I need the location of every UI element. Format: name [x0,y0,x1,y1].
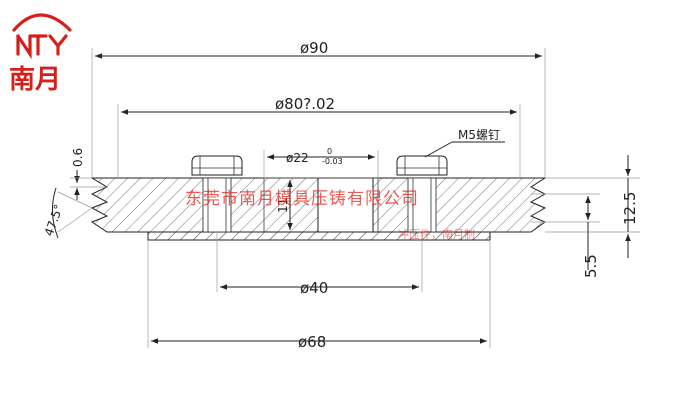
dim-h11-label: 11 [276,198,290,213]
dim-d22-tol-upper: 0 [327,147,332,156]
dim-d40-label: ø40 [300,279,328,297]
dim-d68-label: ø68 [298,333,326,351]
dim-h55: 5.5 [531,193,600,278]
dim-t06: 0.6 [70,148,107,200]
screw-right [396,155,448,176]
dim-t06-label: 0.6 [71,148,85,167]
screw-left [191,155,243,176]
dim-d68: ø68 [147,240,491,351]
watermark-company: 东莞市南月模具压铸有限公司 [185,189,419,209]
pulley-section [90,155,547,241]
logo-mark [12,13,72,60]
dim-h125-label: 12.5 [621,192,639,225]
logo-text: 南月 [9,65,61,95]
dim-d22: ø22 0 -0.03 [263,147,379,178]
dim-angle: 47.5° [42,187,93,239]
logo: 南月 [9,13,72,95]
dim-d22-tol-lower: -0.03 [322,157,343,166]
dim-d90: ø90 [91,39,546,178]
dim-d22-label: ø22 [286,151,309,165]
dim-d90-label: ø90 [300,39,328,57]
hub [147,231,491,241]
dim-h55-label: 5.5 [582,254,600,278]
dim-angle-label: 47.5° [42,202,66,238]
dim-d80: ø80?.02 [117,95,521,178]
dim-h125: 12.5 [545,155,640,258]
dim-d40: ø40 [216,232,423,297]
screw-callout: M5螺钉 [424,128,505,158]
dim-d80-label: ø80?.02 [275,95,335,113]
watermark-small: 冲压件，南月制 [398,227,475,241]
screw-label: M5螺钉 [458,128,500,142]
center-bore [317,177,374,233]
dim-h11: 11 [276,180,293,230]
